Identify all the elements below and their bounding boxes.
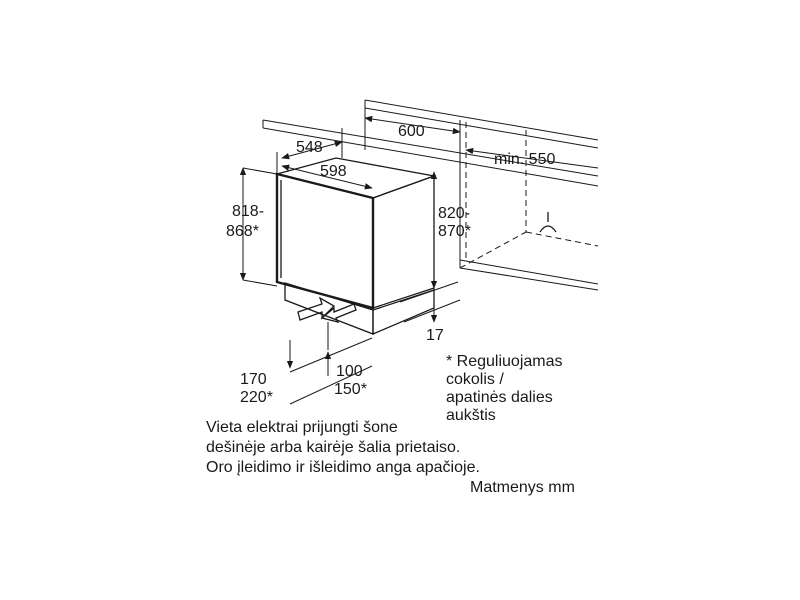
footnote-line3: apatinės dalies (446, 389, 553, 406)
note-line3: Oro įleidimo ir išleidimo anga apačioje. (206, 459, 480, 476)
dimension-niche-line2: 870* (438, 223, 471, 240)
dimension-plinth-line2: 150* (334, 381, 367, 398)
note-line2: dešinėje arba kairėje šalia prietaiso. (206, 439, 460, 456)
dimension-appliance-height: 818- 868* (226, 167, 278, 287)
dimension-548: 548 (276, 128, 343, 174)
dimension-height-line1: 818- (232, 203, 264, 220)
units-note: Matmenys mm (470, 479, 575, 496)
dimension-600-label: 600 (398, 123, 425, 140)
dimension-600: 600 (364, 115, 461, 140)
dimension-598: 598 (281, 163, 373, 190)
footnote: * Reguliuojamas cokolis / apatinės dalie… (446, 353, 563, 424)
dimension-548-label: 548 (296, 139, 323, 156)
dimension-plinth-height: 100 150* (324, 322, 367, 398)
airflow-arrows (297, 296, 357, 323)
dimension-height-line2: 868* (226, 223, 259, 240)
dimension-plinth-line1: 100 (336, 363, 363, 380)
dimension-17-label: 17 (426, 327, 444, 344)
dimension-niche-line1: 820- (438, 205, 470, 222)
dimension-vent-line1: 170 (240, 371, 267, 388)
dimension-niche-height: 820- 870* (430, 171, 471, 289)
dimension-598-label: 598 (320, 163, 347, 180)
countertop-lines (262, 99, 599, 291)
footnote-line1: * Reguliuojamas (446, 353, 563, 370)
note-line1: Vieta elektrai prijungti šone (206, 419, 398, 436)
dimension-min-550: min. 550 (465, 147, 599, 169)
dimension-vent-line2: 220* (240, 389, 273, 406)
niche-dashed-lines (459, 122, 599, 269)
appliance-body (274, 157, 437, 335)
footnote-line4: aukštis (446, 407, 496, 424)
plug-icon (539, 212, 557, 233)
dimension-17: 17 (399, 281, 461, 344)
footnote-line2: cokolis / (446, 371, 504, 388)
dimension-min-550-label: min. 550 (494, 151, 555, 168)
installation-notes: Vieta elektrai prijungti šone dešinėje a… (206, 419, 575, 496)
